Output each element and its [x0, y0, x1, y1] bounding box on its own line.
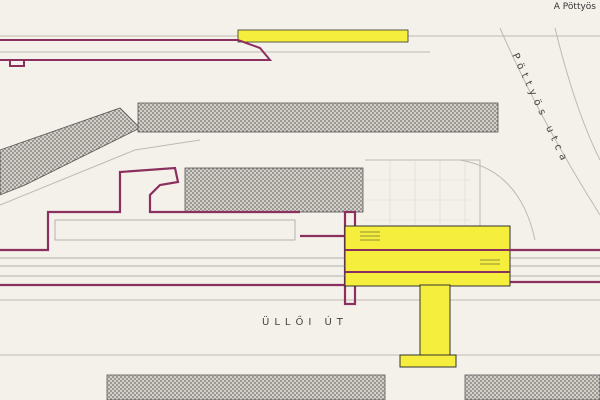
building-diagonal: [0, 107, 141, 196]
street-label-ulloi: ÜLLŐI ÚT: [262, 314, 348, 328]
station-complex: [344, 225, 600, 368]
plaza-grid: [365, 160, 470, 225]
station-south-corridor: [419, 284, 451, 358]
street-edge-diagonal-2: [0, 139, 201, 206]
building-long-north: [137, 102, 499, 133]
pottyos-street-edge-3: [459, 159, 536, 241]
north-exit: [0, 29, 409, 67]
building-south-left: [106, 374, 386, 400]
block-outline: [365, 159, 481, 230]
building-central: [184, 167, 364, 213]
street-label-pottyos: Pöttyös utca: [509, 52, 571, 167]
building-south-right: [464, 374, 600, 400]
pottyos-street-edge-2: [554, 27, 600, 161]
station-south-exit: [399, 354, 457, 368]
station-hall: [344, 225, 511, 287]
map-title: A Pöttyös: [553, 2, 596, 12]
pottyos-street-edge-1: [499, 27, 600, 216]
buildings: [0, 102, 600, 400]
north-exit-corridor: [237, 29, 409, 43]
tunnel-north-wall: [0, 166, 300, 252]
